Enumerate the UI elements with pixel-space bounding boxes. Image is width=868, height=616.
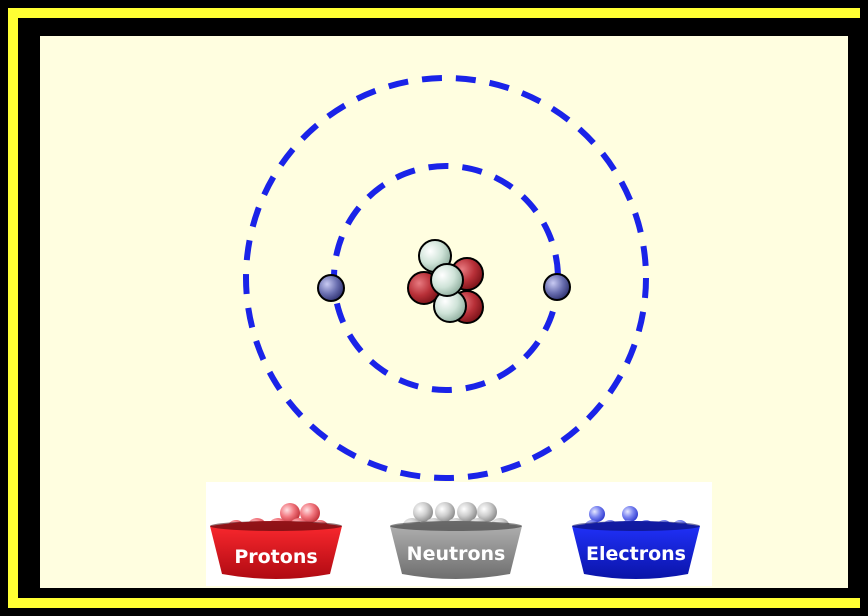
atom-drawing: Protons Neutrons: [210, 75, 700, 579]
protons-label: Protons: [234, 546, 317, 568]
neutron[interactable]: [430, 263, 464, 297]
electron[interactable]: [543, 273, 571, 301]
nucleus: [407, 239, 484, 324]
electron[interactable]: [317, 274, 345, 302]
atom-builder-canvas: Protons Neutrons: [40, 36, 848, 588]
electrons-bucket[interactable]: Electrons: [572, 506, 700, 579]
neutrons-label: Neutrons: [407, 543, 506, 565]
outer-orbit: [243, 75, 649, 481]
neutrons-bucket[interactable]: Neutrons: [390, 502, 522, 579]
electrons-label: Electrons: [586, 543, 686, 565]
protons-bucket[interactable]: Protons: [210, 503, 342, 579]
